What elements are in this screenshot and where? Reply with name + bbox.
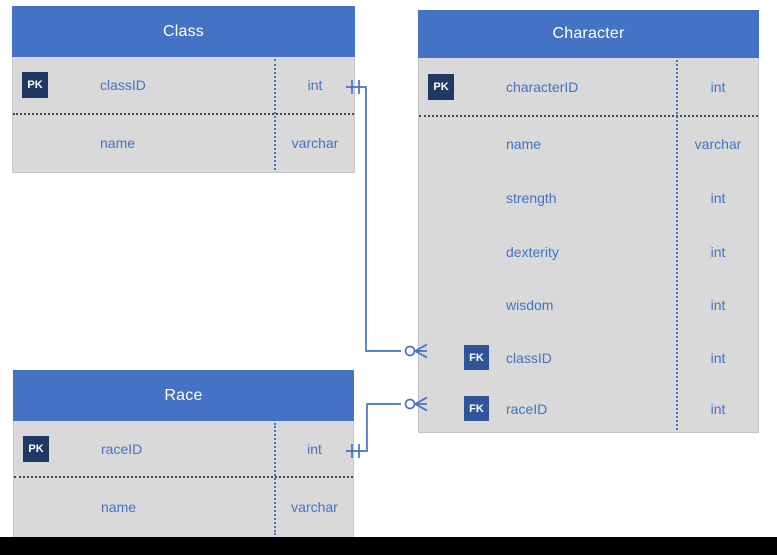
column-name: strength (506, 190, 557, 206)
cardinality-zero-icon (404, 398, 416, 410)
column-name: wisdom (506, 297, 554, 313)
column-name: name (101, 499, 137, 515)
table-character-body: PK characterID int name varchar strength… (418, 58, 759, 433)
relationship-class-character[interactable] (346, 80, 428, 359)
column-type: int (307, 440, 322, 457)
column-type: int (307, 77, 323, 93)
table-race[interactable]: Race PK raceID int name varchar (13, 370, 354, 538)
pk-badge: PK (428, 73, 454, 100)
table-row[interactable]: FK raceID int (419, 384, 758, 433)
table-row[interactable]: strength int (419, 171, 758, 225)
table-title: Race (164, 386, 203, 404)
table-row[interactable]: PK characterID int (419, 58, 758, 117)
relationship-race-character[interactable] (346, 396, 428, 459)
column-name: classID (506, 349, 552, 366)
pk-badge: PK (22, 72, 48, 98)
table-race-header[interactable]: Race (13, 370, 354, 421)
fk-badge: FK (464, 396, 489, 421)
column-type: int (710, 78, 726, 95)
column-type: varchar (291, 135, 339, 151)
column-name: name (506, 136, 542, 152)
column-name: classID (100, 77, 146, 93)
pk-badge: PK (23, 435, 49, 462)
column-type: int (710, 244, 726, 260)
column-type: int (710, 400, 726, 417)
column-type: int (710, 349, 726, 366)
column-name: name (100, 135, 136, 151)
cardinality-zero-icon (404, 345, 416, 357)
column-name: characterID (506, 78, 579, 95)
table-row[interactable]: name varchar (14, 478, 353, 536)
column-name: raceID (101, 440, 143, 457)
table-race-body: PK raceID int name varchar (13, 421, 354, 538)
table-row[interactable]: name varchar (13, 115, 354, 171)
table-row[interactable]: PK classID int (13, 57, 354, 115)
column-divider (274, 423, 276, 535)
table-row[interactable]: PK raceID int (14, 421, 353, 478)
table-character[interactable]: Character PK characterID int name varcha… (418, 10, 759, 433)
table-row[interactable]: name varchar (419, 117, 758, 171)
table-class-header[interactable]: Class (12, 6, 355, 57)
table-class[interactable]: Class PK classID int name varchar (12, 6, 355, 173)
column-type: int (710, 190, 726, 206)
table-title: Class (162, 22, 204, 40)
column-name: raceID (506, 400, 548, 417)
column-divider (676, 60, 678, 430)
fk-badge: FK (464, 345, 489, 370)
table-title: Character (552, 25, 625, 42)
column-type: varchar (694, 136, 742, 152)
table-character-header[interactable]: Character (418, 10, 759, 58)
table-class-body: PK classID int name varchar (12, 57, 355, 173)
column-type: varchar (291, 499, 338, 515)
column-name: dexterity (506, 244, 559, 260)
table-row[interactable]: dexterity int (419, 225, 758, 279)
bottom-black-bar (0, 537, 777, 555)
table-row[interactable]: wisdom int (419, 279, 758, 331)
table-row[interactable]: FK classID int (419, 331, 758, 384)
column-type: int (710, 297, 726, 313)
